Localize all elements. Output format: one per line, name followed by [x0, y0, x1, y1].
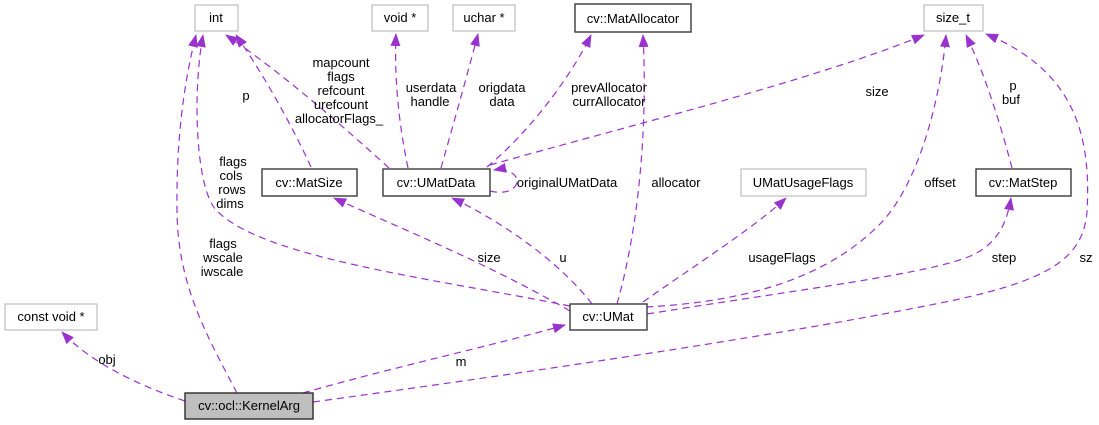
node-label: cv::ocl::KernelArg [198, 398, 300, 413]
edge-umat-to-sizet-offset [645, 34, 950, 308]
edge-label-offset: offset [924, 175, 956, 190]
edge-label-origdata: origdata [479, 80, 527, 95]
node-box[interactable] [261, 168, 358, 197]
edge-label-wscale: wscale [202, 250, 243, 265]
edge-label-prevallocator: prevAllocator [571, 80, 648, 95]
node-label: uchar * [463, 10, 504, 25]
node-box[interactable] [975, 168, 1072, 197]
edge-label-buf: buf [1002, 92, 1020, 107]
node-box [194, 4, 239, 32]
node-void-ptr: void * [371, 4, 429, 32]
node-umatusageflags: UMatUsageFlags [740, 168, 867, 197]
edge-label-obj: obj [98, 352, 115, 367]
node-size-t: size_t [923, 4, 984, 32]
edge-umat-to-umatdata [451, 197, 593, 305]
node-cv-matsize[interactable]: cv::MatSize [261, 168, 358, 197]
edge-label-data: data [489, 94, 515, 109]
node-cv-matstep[interactable]: cv::MatStep [975, 168, 1072, 197]
edge-umat-to-matallocator [616, 34, 649, 305]
node-int: int [194, 4, 239, 32]
edge-umat-to-matstep [646, 197, 1014, 315]
edge-umat-to-umatusageflags [642, 197, 787, 303]
edge-label-rows: rows [218, 182, 246, 197]
node-box[interactable] [574, 3, 692, 33]
edge-umatdata-self-loop [489, 162, 518, 193]
edge-label-p: p [242, 88, 249, 103]
edge-labels: p mapcount flags refcount urefcount allo… [98, 55, 1092, 369]
edge-umat-to-int [195, 34, 571, 307]
edges [61, 33, 1089, 403]
edge-label-size-umat: size [477, 250, 500, 265]
edge-umatdata-to-int [225, 34, 390, 169]
edge-label-originalumatdata: originalUMatData [517, 175, 618, 190]
edge-label-flags: flags [327, 69, 355, 84]
node-box [740, 168, 867, 197]
node-box[interactable] [569, 303, 648, 331]
node-box [923, 4, 984, 32]
edge-label-dims: dims [216, 196, 244, 211]
edge-label-cols: cols [219, 168, 243, 183]
node-cv-umat[interactable]: cv::UMat [569, 303, 648, 331]
edge-label-step: step [992, 250, 1017, 265]
node-label: const void * [17, 309, 84, 324]
edge-kernelarg-to-constvoidptr [61, 331, 186, 402]
edge-matsize-to-int [235, 34, 312, 168]
edge-label-iwscale: iwscale [201, 264, 244, 279]
edge-umatdata-to-ucharptr [440, 33, 480, 169]
node-label: cv::UMatData [397, 175, 477, 190]
node-box[interactable] [382, 168, 491, 197]
node-cv-ocl-kernelarg[interactable]: cv::ocl::KernelArg [184, 392, 314, 420]
node-label: void * [384, 10, 417, 25]
edge-label-currallocator: currAllocator [573, 94, 647, 109]
node-label: UMatUsageFlags [753, 175, 854, 190]
edge-label-sz: sz [1080, 250, 1093, 265]
node-label: size_t [936, 10, 970, 25]
node-box[interactable] [184, 392, 314, 420]
node-label: cv::MatStep [989, 175, 1058, 190]
edge-label-u: u [559, 250, 566, 265]
node-label: cv::MatAllocator [587, 11, 680, 26]
node-box [4, 303, 98, 331]
node-cv-umatdata[interactable]: cv::UMatData [382, 168, 491, 197]
node-const-void-ptr: const void * [4, 303, 98, 331]
node-label: cv::MatSize [275, 175, 342, 190]
edge-matstep-to-sizet [965, 34, 1013, 169]
edge-label-usageflags: usageFlags [748, 250, 816, 265]
edge-label-urefcount: urefcount [314, 97, 369, 112]
nodes: int void * uchar * cv::MatAllocator size… [4, 3, 1072, 420]
node-box [371, 4, 429, 32]
edge-umatdata-to-voidptr [390, 33, 409, 169]
node-label: cv::UMat [582, 309, 634, 324]
edge-label-mapcount: mapcount [312, 55, 369, 70]
edge-label-size-umatdata: size [865, 84, 888, 99]
edge-label-refcount: refcount [318, 83, 365, 98]
edge-kernelarg-to-int [176, 34, 238, 394]
edge-label-handle: handle [410, 94, 449, 109]
edge-label-allocator: allocator [651, 175, 701, 190]
edge-umat-to-matsize [333, 197, 571, 312]
node-box [452, 4, 516, 32]
edge-label-m: m [456, 354, 467, 369]
node-cv-matallocator[interactable]: cv::MatAllocator [574, 3, 692, 33]
node-uchar-ptr: uchar * [452, 4, 516, 32]
edge-label-userdata: userdata [406, 80, 457, 95]
edge-kernelarg-to-umat [302, 323, 566, 394]
edge-label-p-matstep: p [1009, 78, 1016, 93]
edge-label-kernelarg-flags: flags [209, 236, 237, 251]
edge-label-umat-flags: flags [219, 154, 247, 169]
edge-kernelarg-to-sizet [312, 33, 1089, 403]
node-label: int [209, 10, 223, 25]
edge-label-allocatorflags: allocatorFlags_ [295, 111, 384, 126]
edge-umatdata-to-sizet [489, 34, 925, 166]
edge-umatdata-to-matallocator [486, 34, 592, 168]
